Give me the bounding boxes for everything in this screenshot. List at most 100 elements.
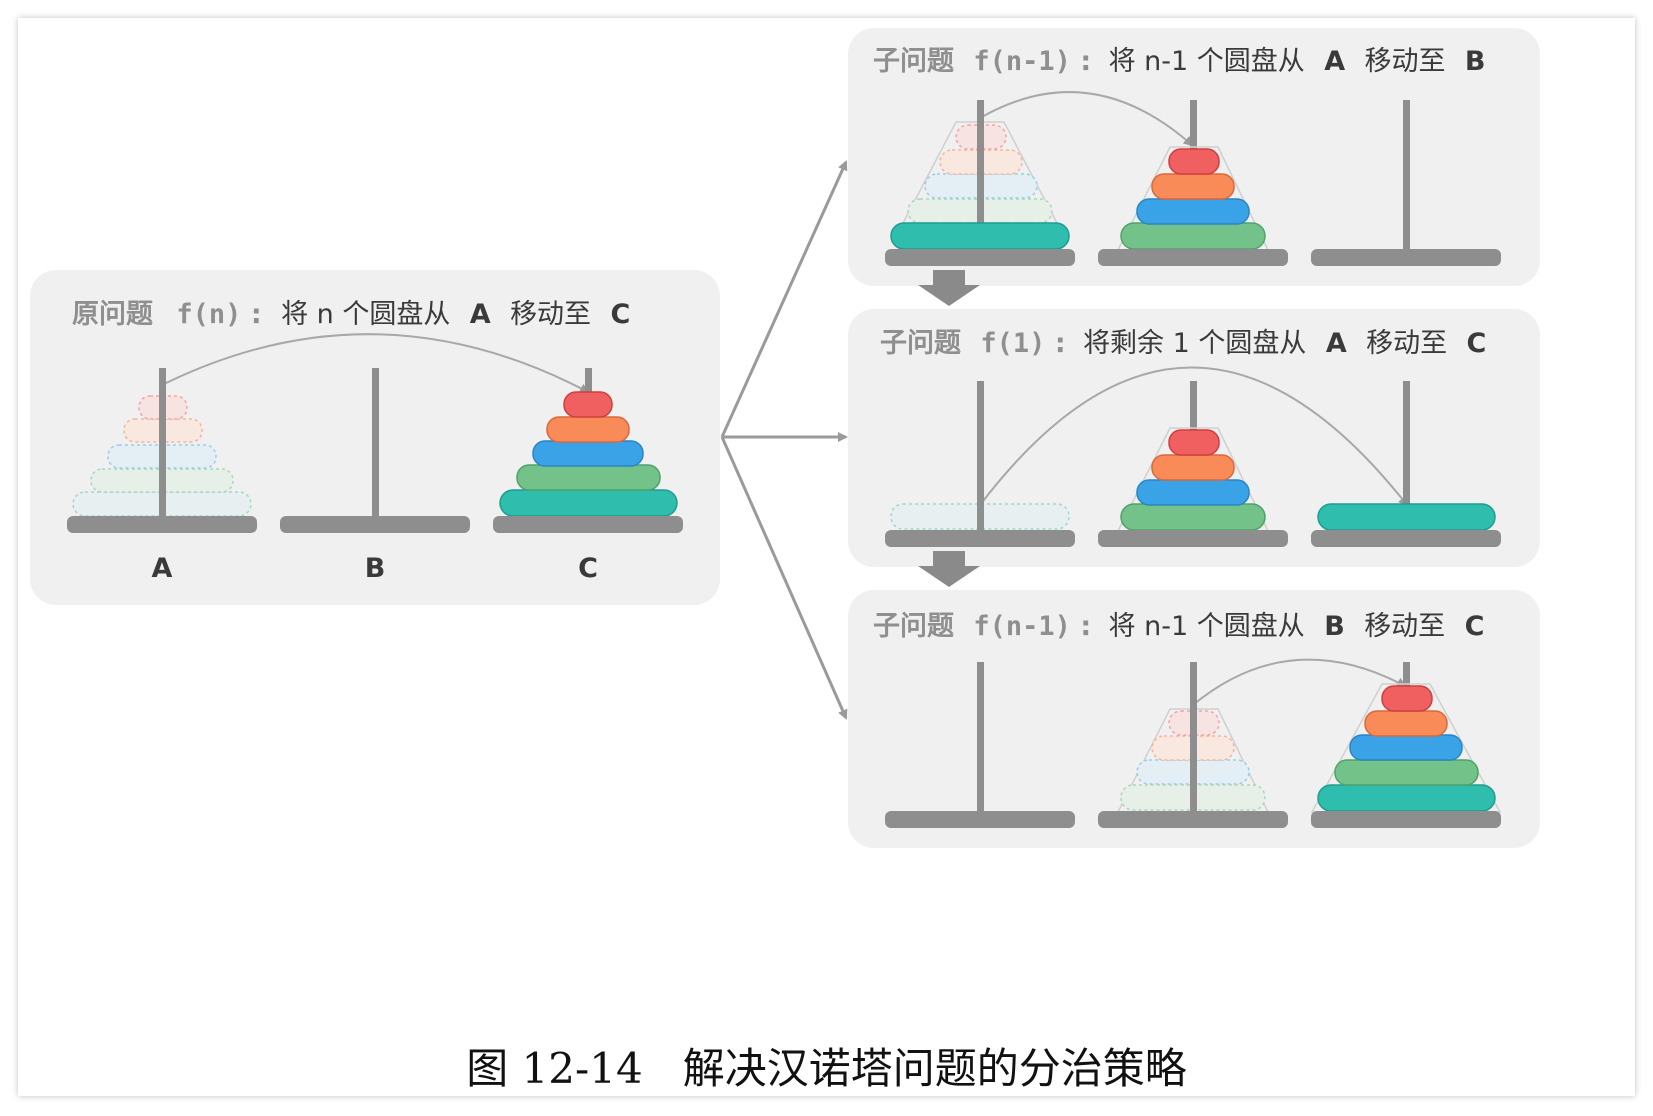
rod-a — [67, 368, 257, 533]
arrow-to-subproblem-3 — [720, 436, 848, 720]
move-arrow-a-to-b — [979, 91, 1194, 147]
title-from-rod: A — [1324, 46, 1345, 77]
title-colon: : — [1080, 46, 1091, 77]
move-arrow-a-to-c — [161, 333, 590, 393]
move-arrow-b-to-c — [1192, 658, 1407, 706]
rod-base — [1098, 249, 1288, 266]
title-prefix: 原问题 — [72, 299, 153, 330]
title-func: f(n-1) — [973, 46, 1071, 77]
rod-b — [1098, 100, 1288, 266]
disk-green — [1120, 503, 1266, 531]
disk-blue — [1136, 198, 1250, 225]
rod-label-b: B — [365, 553, 386, 584]
disk-red — [1168, 429, 1220, 456]
disk-orange — [546, 416, 630, 443]
disk-red — [1168, 148, 1220, 175]
rod-pole — [159, 368, 166, 520]
disk-teal — [499, 489, 678, 517]
rod-a — [885, 381, 1075, 547]
disk-green — [1120, 222, 1266, 250]
rod-c — [493, 368, 683, 533]
title-text: 将 n-1 个圆盘从 — [1109, 611, 1305, 642]
rod-base — [1311, 249, 1501, 266]
title-prefix: 子问题 — [880, 328, 961, 359]
subproblem-2-panel: 子问题 f(1) : 将剩余 1 个圆盘从 A 移动至 C — [848, 309, 1540, 567]
rod-b — [280, 368, 470, 533]
rod-c — [1311, 381, 1501, 547]
title-from-rod: A — [470, 299, 491, 330]
title-func: f(1) — [980, 328, 1045, 359]
title-move: 移动至 — [510, 299, 591, 330]
rod-base — [1098, 530, 1288, 547]
disk-blue — [1136, 479, 1250, 506]
title-prefix: 子问题 — [873, 46, 954, 77]
title-text: 将剩余 1 个圆盘从 — [1083, 328, 1306, 359]
rod-base — [1098, 811, 1288, 828]
rod-pole — [1403, 100, 1410, 252]
subproblem-1-panel: 子问题 f(n-1) : 将 n-1 个圆盘从 A 移动至 B — [848, 28, 1540, 286]
title-text: 将 n 个圆盘从 — [281, 299, 450, 330]
panel-title: 子问题 f(n-1) : 将 n-1 个圆盘从 A 移动至 B — [873, 46, 1486, 77]
rod-base — [493, 516, 683, 533]
title-to-rod: C — [1467, 328, 1487, 359]
main-problem-panel: 原问题 f(n) : 将 n 个圆盘从 A 移动至 C — [30, 270, 720, 605]
title-from-rod: B — [1324, 611, 1345, 642]
disk-blue — [532, 440, 644, 467]
title-colon: : — [1055, 328, 1066, 359]
disk-green — [1334, 759, 1479, 786]
title-func: f(n) — [176, 299, 241, 330]
arrow-to-subproblem-1 — [720, 160, 848, 438]
title-move: 移动至 — [1366, 328, 1447, 359]
title-colon: : — [1080, 611, 1091, 642]
rod-base — [1311, 811, 1501, 828]
rod-base — [885, 811, 1075, 828]
title-colon: : — [251, 299, 262, 330]
title-func: f(n-1) — [973, 611, 1071, 642]
figure-caption: 图 12-14 解决汉诺塔问题的分治策略 — [0, 1035, 1653, 1096]
title-move: 移动至 — [1365, 46, 1446, 77]
rod-c — [1311, 100, 1501, 266]
disk-red — [563, 391, 613, 418]
rod-a — [885, 100, 1075, 266]
disk-teal — [890, 222, 1070, 250]
disk-orange — [1151, 454, 1235, 481]
subproblem-3-panel: 子问题 f(n-1) : 将 n-1 个圆盘从 B 移动至 C — [848, 590, 1540, 848]
disk-teal — [1317, 503, 1496, 531]
branch-arrows — [720, 160, 848, 720]
rod-base — [280, 516, 470, 533]
rod-pole — [977, 662, 984, 814]
sequence-arrow-1-to-2 — [918, 270, 980, 306]
disk-green — [516, 464, 661, 491]
disk-orange — [1364, 710, 1448, 737]
title-to-rod: B — [1465, 46, 1486, 77]
title-move: 移动至 — [1364, 611, 1445, 642]
disk-teal — [1317, 784, 1496, 812]
sequence-arrow-2-to-3 — [918, 551, 980, 587]
title-prefix: 子问题 — [873, 611, 954, 642]
panel-title: 子问题 f(1) : 将剩余 1 个圆盘从 A 移动至 C — [880, 328, 1486, 359]
rod-label-a: A — [152, 553, 173, 584]
rod-base — [885, 249, 1075, 266]
rod-b — [1098, 662, 1288, 828]
disk-red — [1381, 685, 1433, 712]
disk-orange — [1151, 173, 1235, 200]
rod-base — [885, 530, 1075, 547]
rod-base — [67, 516, 257, 533]
rod-c — [1310, 662, 1502, 828]
rod-pole — [977, 381, 984, 533]
title-from-rod: A — [1326, 328, 1347, 359]
figure-title: 解决汉诺塔问题的分治策略 — [682, 1044, 1187, 1093]
disk-blue — [1349, 734, 1463, 761]
rod-pole — [372, 368, 379, 520]
move-arrow-a-to-c — [979, 366, 1409, 507]
title-to-rod: C — [1465, 611, 1485, 642]
figure-label: 图 12-14 — [466, 1044, 643, 1093]
rod-a — [885, 662, 1075, 828]
title-to-rod: C — [610, 299, 630, 330]
rod-label-c: C — [578, 553, 598, 584]
panel-title: 原问题 f(n) : 将 n 个圆盘从 A 移动至 C — [72, 299, 630, 330]
rod-b — [1098, 381, 1288, 547]
rod-base — [1311, 530, 1501, 547]
rod-pole — [1190, 662, 1197, 814]
